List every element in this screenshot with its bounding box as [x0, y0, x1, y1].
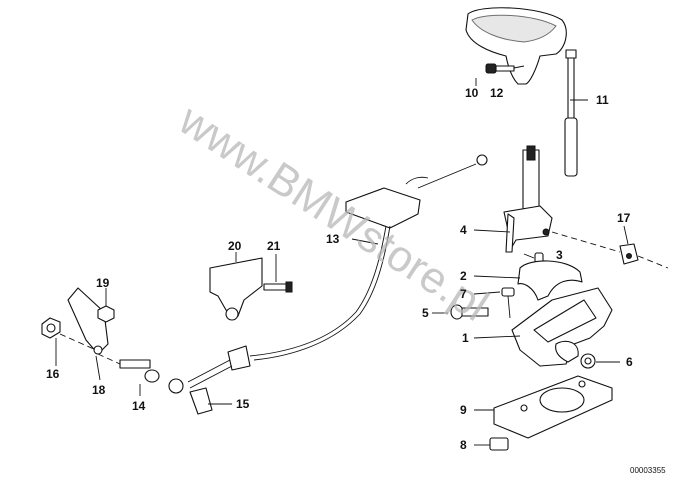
- leader-lines: [55, 78, 629, 446]
- part-bracket-17: [619, 243, 639, 265]
- part-bracket-18: [67, 287, 109, 355]
- callout-13: 13: [326, 232, 340, 246]
- callout-6: 6: [626, 355, 633, 369]
- callout-10: 10: [465, 86, 479, 100]
- part-screw-7: [501, 287, 515, 319]
- part-bolt-21: [263, 281, 293, 293]
- part-shift-knob: [465, 7, 567, 85]
- callout-5: 5: [422, 306, 429, 320]
- callout-12: 12: [490, 86, 504, 100]
- part-lever-rod: [564, 49, 578, 177]
- part-base-plate: [493, 375, 613, 439]
- callout-17: 17: [617, 211, 631, 225]
- part-shift-housing: [511, 287, 613, 367]
- callout-14: 14: [132, 399, 146, 413]
- callout-18: 18: [92, 383, 106, 397]
- callout-20: 20: [228, 239, 242, 253]
- part-clip-15: [168, 378, 213, 415]
- callout-15: 15: [236, 397, 250, 411]
- part-bracket-20: [209, 257, 263, 321]
- part-bushing: [517, 260, 583, 301]
- part-shift-cable: [187, 154, 488, 389]
- callout-4: 4: [460, 223, 467, 237]
- part-stud-14: [119, 359, 160, 383]
- callout-21: 21: [267, 239, 281, 253]
- callout-11: 11: [596, 93, 609, 107]
- part-screw-12: [485, 63, 525, 74]
- callout-8: 8: [460, 438, 467, 452]
- part-bolt-5: [450, 304, 489, 320]
- callout-9: 9: [460, 403, 467, 417]
- assembly-lines: [59, 231, 669, 365]
- callout-19: 19: [96, 276, 110, 290]
- part-nut-19: [97, 305, 115, 323]
- callout-3: 3: [556, 248, 563, 262]
- callout-7: 7: [460, 287, 467, 301]
- diagram-number: 00003355: [630, 466, 666, 475]
- callout-16: 16: [46, 367, 60, 381]
- part-washer-6: [580, 353, 596, 369]
- callout-2: 2: [460, 269, 467, 283]
- callout-1: 1: [462, 331, 469, 345]
- part-shift-lever: [503, 145, 553, 253]
- part-nut-16: [41, 317, 61, 339]
- part-clip-8: [489, 437, 509, 451]
